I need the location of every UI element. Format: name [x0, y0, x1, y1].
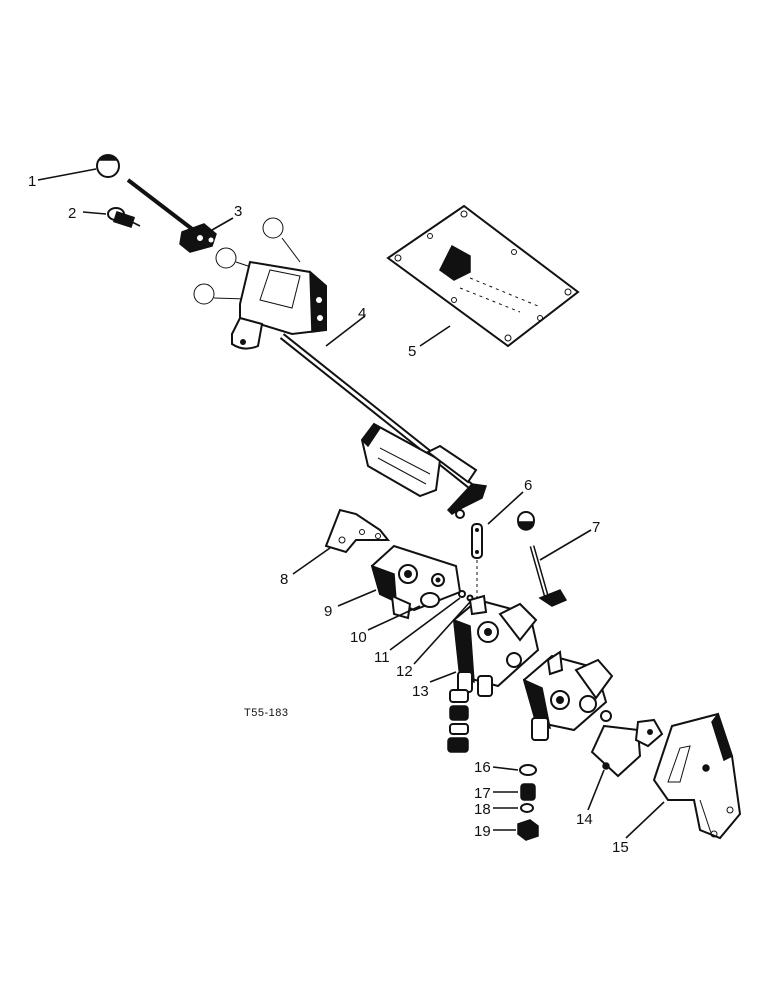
valve-section-second	[522, 650, 614, 741]
callout-labels: 1 2 3 4 5 6 7 8 9 10 11 12 13 14 15 16 1…	[28, 173, 629, 856]
callout-9: 9	[324, 603, 332, 620]
part-3-lever-rod	[126, 178, 217, 253]
callout-7: 7	[592, 519, 600, 536]
part-6-link	[471, 511, 535, 559]
part-8-bracket	[324, 508, 391, 554]
callout-10: 10	[350, 629, 367, 646]
part-7-lever-arm	[529, 545, 568, 607]
callout-5: 5	[408, 343, 416, 360]
callout-14: 14	[576, 811, 593, 828]
callout-15: 15	[612, 839, 629, 856]
callout-12: 12	[396, 663, 413, 680]
callout-3: 3	[234, 203, 242, 220]
leader-lines	[37, 168, 665, 839]
callout-16: 16	[474, 759, 491, 776]
part-17-plug	[520, 783, 536, 801]
callout-6: 6	[524, 477, 532, 494]
part-4-cross-shaft	[279, 333, 487, 519]
part-11-o-ring	[458, 590, 466, 598]
callout-11: 11	[374, 649, 390, 666]
callout-8: 8	[280, 571, 288, 588]
part-5-cover-plate	[386, 204, 580, 348]
part-9-end-cover	[370, 544, 462, 620]
callout-18: 18	[474, 801, 491, 818]
callout-4: 4	[358, 305, 366, 322]
part-1-control-knob	[96, 154, 120, 178]
callout-17: 17	[474, 785, 491, 802]
valve-fittings-stack	[447, 689, 469, 753]
part-19-nut	[517, 819, 539, 841]
part-2-bushing	[107, 207, 141, 229]
part-13-valve-section	[452, 560, 540, 697]
callout-2: 2	[68, 205, 76, 222]
part-16-washer	[519, 764, 537, 776]
part-18-seal-ring	[520, 803, 534, 813]
lever-quadrant-bracket	[193, 217, 327, 350]
figure-reference: T55-183	[244, 707, 288, 719]
callout-13: 13	[412, 683, 429, 700]
callout-19: 19	[474, 823, 491, 840]
part-15-guard-bracket	[652, 712, 742, 840]
part-14-cap	[590, 718, 664, 778]
part-10-seal	[420, 592, 440, 608]
callout-1: 1	[28, 173, 36, 190]
